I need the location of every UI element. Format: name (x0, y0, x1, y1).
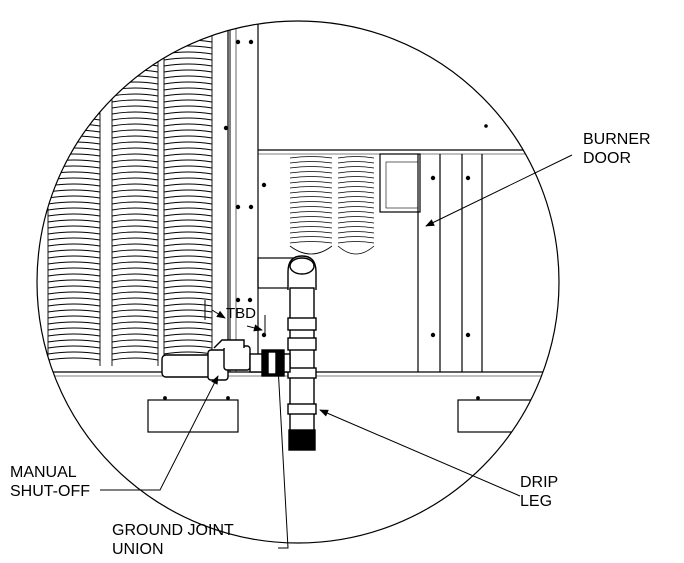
manual-shutoff-line-2: SHUT-OFF (10, 482, 90, 501)
burner-louvers (290, 157, 374, 255)
manual-shutoff-label: MANUAL SHUT-OFF (10, 463, 90, 501)
drip-leg-leader (320, 410, 520, 496)
ground-joint-union-line-1: GROUND JOINT (112, 521, 234, 540)
drip-leg-line-2: LEG (520, 492, 558, 511)
ground-joint-union-line-2: UNION (112, 540, 234, 559)
manual-shutoff-line-1: MANUAL (10, 463, 90, 482)
tbd-label: TBD (226, 305, 256, 322)
burner-door-line-2: DOOR (583, 149, 651, 168)
gas-pipe-assembly (162, 256, 316, 450)
louvered-coil-panel (30, 0, 230, 372)
ground-joint-union-label: GROUND JOINT UNION (112, 521, 234, 559)
burner-door-line-1: BURNER (583, 130, 651, 149)
drip-leg-line-1: DRIP (520, 473, 558, 492)
drip-leg-label: DRIP LEG (520, 473, 558, 511)
burner-door-label: BURNER DOOR (583, 130, 651, 168)
manual-shutoff-leader (100, 376, 218, 490)
ground-joint-union-leader (278, 366, 288, 548)
